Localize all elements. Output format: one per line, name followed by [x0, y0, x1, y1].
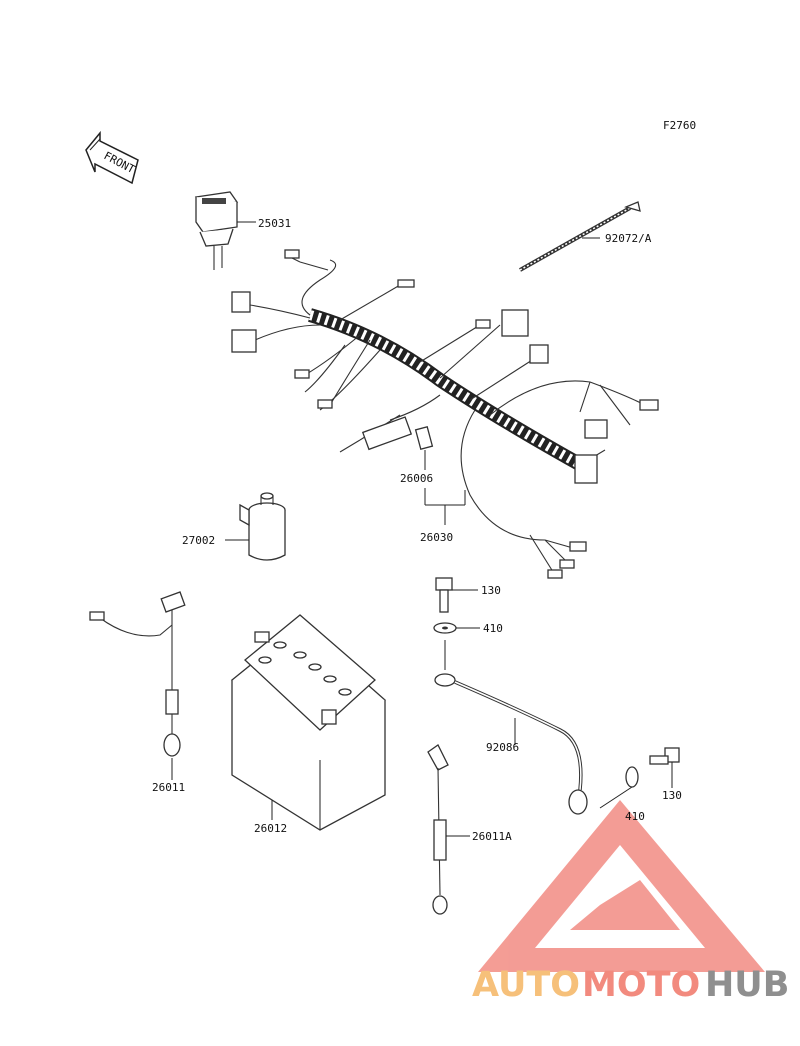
- label-26011a: 26011A: [472, 830, 512, 843]
- part-410-lower-washer: [599, 766, 639, 809]
- front-arrow-icon: FRONT: [85, 130, 139, 185]
- part-27002-drawing: [225, 492, 286, 561]
- part-26011-cable: [89, 591, 186, 780]
- label-26030: 26030: [420, 531, 453, 544]
- label-27002: 27002: [182, 534, 215, 547]
- label-410-upper: 410: [483, 622, 503, 635]
- label-26006: 26006: [400, 472, 433, 485]
- label-25031: 25031: [258, 217, 291, 230]
- part-92072a-drawing: [519, 201, 641, 272]
- label-26012: 26012: [254, 822, 287, 835]
- part-26006-drawing: [414, 425, 434, 470]
- watermark-part3: HUB: [705, 965, 789, 1005]
- part-130-upper-bolt: [435, 577, 478, 613]
- part-130-lower-bolt: [649, 747, 680, 788]
- watermark-part1: AUTO: [472, 965, 580, 1005]
- part-92086-cable: [434, 640, 588, 815]
- label-92072a: 92072/A: [605, 232, 652, 245]
- callout-26030-lines: [424, 488, 466, 525]
- part-26030-harness: [231, 249, 659, 579]
- label-130-upper: 130: [481, 584, 501, 597]
- part-25031-drawing: [194, 191, 256, 270]
- watermark-logo: [478, 800, 765, 972]
- label-410-lower: 410: [625, 810, 645, 823]
- part-26011a-cable: [427, 744, 470, 915]
- part-410-upper-washer: [433, 622, 480, 634]
- watermark-part2: MOTO: [582, 965, 700, 1005]
- watermark-text: AUTO MOTO HUB: [472, 965, 789, 1005]
- label-92086: 92086: [486, 741, 519, 754]
- part-26012-battery: [231, 614, 386, 831]
- label-130-lower: 130: [662, 789, 682, 802]
- figure-code: F2760: [663, 119, 696, 132]
- label-26011: 26011: [152, 781, 185, 794]
